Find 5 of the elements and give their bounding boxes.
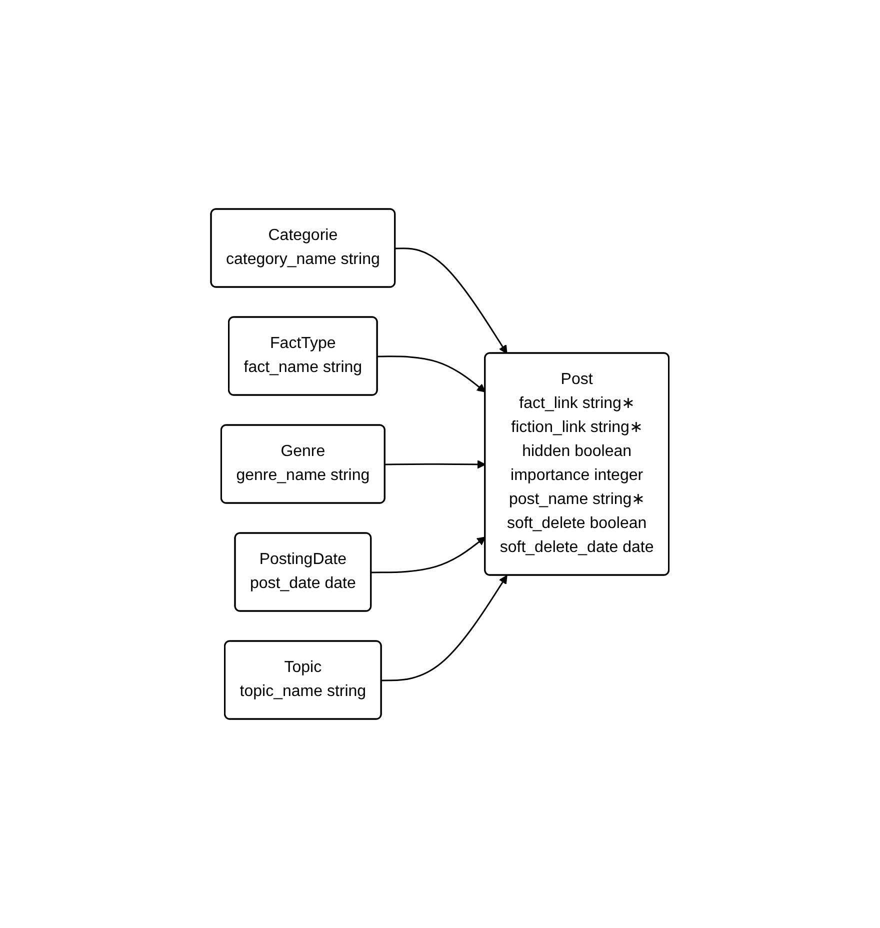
arrow <box>382 575 508 682</box>
arrow <box>371 536 486 574</box>
arrow <box>378 356 486 392</box>
arrow <box>385 460 486 469</box>
arrow <box>395 248 508 354</box>
